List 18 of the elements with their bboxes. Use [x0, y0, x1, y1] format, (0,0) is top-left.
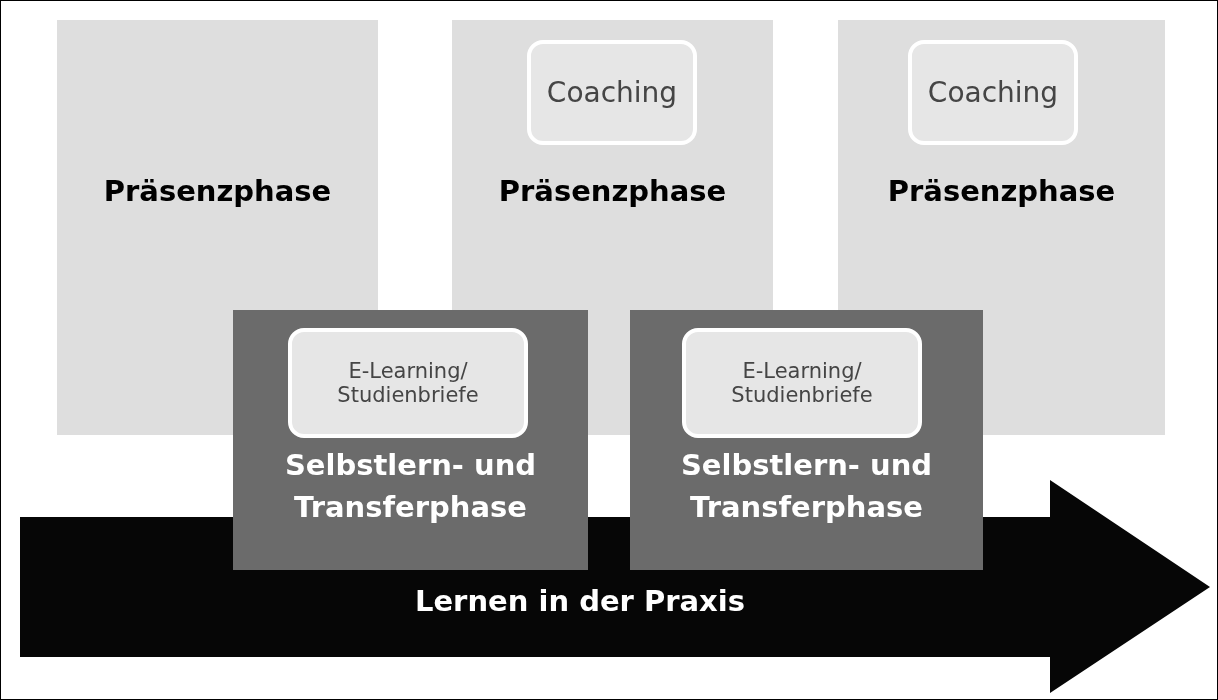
phase-label: Präsenzphase: [886, 174, 1117, 208]
topic-label: E-Learning/ Studienbriefe: [730, 359, 874, 407]
phase-label: Selbstlern- und Transferphase: [283, 447, 538, 526]
presence-phase-panel: [57, 20, 378, 310]
phase-label: Präsenzphase: [497, 174, 728, 208]
topic-box: [527, 40, 697, 145]
topic-box: [288, 328, 528, 438]
topic-box: [682, 328, 922, 438]
topic-box: [908, 40, 1078, 145]
self-study-panel: [630, 310, 983, 570]
arrow-label: Lernen in der Praxis: [413, 584, 746, 618]
topic-label: Coaching: [546, 76, 678, 109]
topic-label: E-Learning/ Studienbriefe: [336, 359, 480, 407]
phase-label: Selbstlern- und Transferphase: [679, 447, 934, 526]
self-study-panel: [233, 310, 588, 570]
phase-label: Präsenzphase: [102, 174, 333, 208]
presence-phase-panel: [838, 20, 1165, 310]
topic-label: Coaching: [927, 76, 1059, 109]
